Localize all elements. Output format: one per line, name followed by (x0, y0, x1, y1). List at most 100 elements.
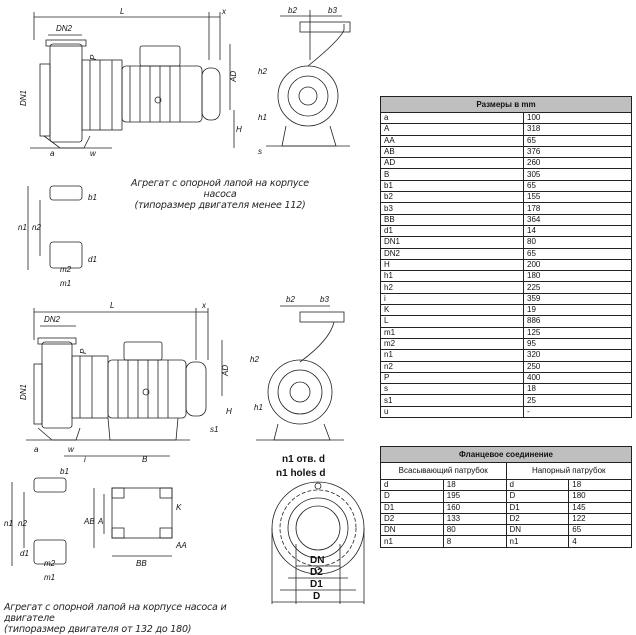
flange-DN: DN (310, 555, 324, 566)
dim-h1-2: h1 (254, 403, 263, 412)
dim-DN2: DN2 (56, 24, 73, 33)
caption-line: Агрегат с опорной лапой на корпусе насос… (131, 178, 309, 200)
flange-cell-d-val: 65 (568, 524, 632, 537)
dim-AD: AD (229, 71, 238, 83)
dim-h1: h1 (258, 113, 267, 122)
dim-n1-2: n1 (4, 519, 13, 528)
size-value: 178 (523, 202, 632, 215)
dim-L: L (120, 7, 124, 16)
flange-cell-s-key: D2 (380, 512, 444, 526)
dim-AD-2: AD (221, 365, 230, 377)
flange-cell-d-key: d (505, 478, 570, 492)
dim-s: s (258, 147, 262, 156)
dim-B: B (142, 455, 148, 464)
size-value: 65 (523, 179, 632, 193)
dim-s1: s1 (210, 425, 218, 434)
flange-cell-s-val: 18 (442, 478, 507, 492)
dim-BB: BB (136, 559, 147, 568)
size-value: 200 (523, 258, 632, 272)
dim-i: i (84, 455, 86, 464)
side-view-top: L x DN2 DN1 P AD H a w (19, 7, 242, 158)
size-value: 364 (523, 213, 632, 226)
dim-H: H (236, 125, 242, 134)
side-view-bottom: L x DN2 DN1 P AD H s1 a w i B (19, 301, 232, 464)
flange-cell-d-key: D1 (505, 501, 570, 514)
size-key: L (380, 315, 524, 328)
holes-label-ru: n1 отв. d (282, 454, 325, 465)
dim-m1-2: m1 (44, 573, 55, 582)
dim-x-2: x (201, 301, 207, 310)
flange-cell-d-key: D2 (505, 512, 570, 526)
dim-n2-2: n2 (18, 519, 27, 528)
size-value: 180 (523, 270, 632, 283)
size-value: 250 (523, 360, 632, 373)
dim-P-2: P (79, 348, 88, 354)
size-key: h2 (380, 281, 524, 294)
flange-cell-d-val: 4 (568, 535, 632, 548)
flange-cell-d-key: D (505, 490, 570, 503)
size-key: B (380, 168, 524, 181)
flange-cell-d-val: 145 (568, 501, 632, 514)
size-value: 155 (523, 191, 632, 204)
size-value: 305 (523, 168, 632, 181)
dim-AB: AB (83, 517, 95, 526)
size-key: m2 (380, 337, 524, 351)
flange-cell-s-val: 80 (442, 524, 507, 537)
size-value: 320 (523, 349, 632, 362)
flange-table-body: Всасывающий патрубок Напорный патрубок d… (380, 462, 632, 548)
flange-cell-d-key: DN (505, 524, 570, 537)
caption-foot-on-pump-and-motor: Агрегат с опорной лапой на корпусе насос… (4, 602, 264, 635)
flange-cell-d-val: 122 (568, 512, 632, 526)
size-key: d1 (380, 224, 524, 238)
dim-w-2: w (68, 445, 75, 454)
dim-h2-2: h2 (250, 355, 259, 364)
flange-table: Фланцевое соединение Всасывающий патрубо… (380, 446, 632, 548)
size-value: 100 (523, 111, 632, 125)
holes-label-en: n1 holes d (276, 468, 325, 479)
size-key: K (380, 304, 524, 317)
size-value: 25 (523, 394, 632, 407)
size-key: n1 (380, 349, 524, 362)
dim-m2-2: m2 (44, 559, 56, 568)
flange-cell-s-key: d (380, 478, 444, 492)
flange-cell-s-key: D1 (380, 501, 444, 514)
dim-a-2: a (34, 445, 39, 454)
size-value: 125 (523, 326, 632, 339)
dim-h2: h2 (258, 67, 267, 76)
sizes-table-title: Размеры в mm (380, 96, 632, 113)
flange-cell-s-val: 160 (442, 501, 507, 514)
flange-cell-s-key: n1 (380, 535, 444, 548)
flange-subheader-row: Всасывающий патрубок Напорный патрубок (380, 462, 632, 480)
dim-L-2: L (110, 301, 114, 310)
dim-H-2: H (226, 407, 232, 416)
size-key: m1 (380, 326, 524, 339)
dim-w: w (90, 149, 97, 158)
size-key: H (380, 258, 524, 272)
size-key: i (380, 292, 524, 306)
table-row: u- (380, 405, 632, 419)
dim-m1-top: m1 (60, 279, 71, 288)
size-key: DN1 (380, 236, 524, 249)
size-value: - (523, 405, 632, 419)
size-key: AA (380, 134, 524, 147)
flange-cell-s-val: 8 (442, 535, 507, 548)
size-key: s1 (380, 394, 524, 407)
